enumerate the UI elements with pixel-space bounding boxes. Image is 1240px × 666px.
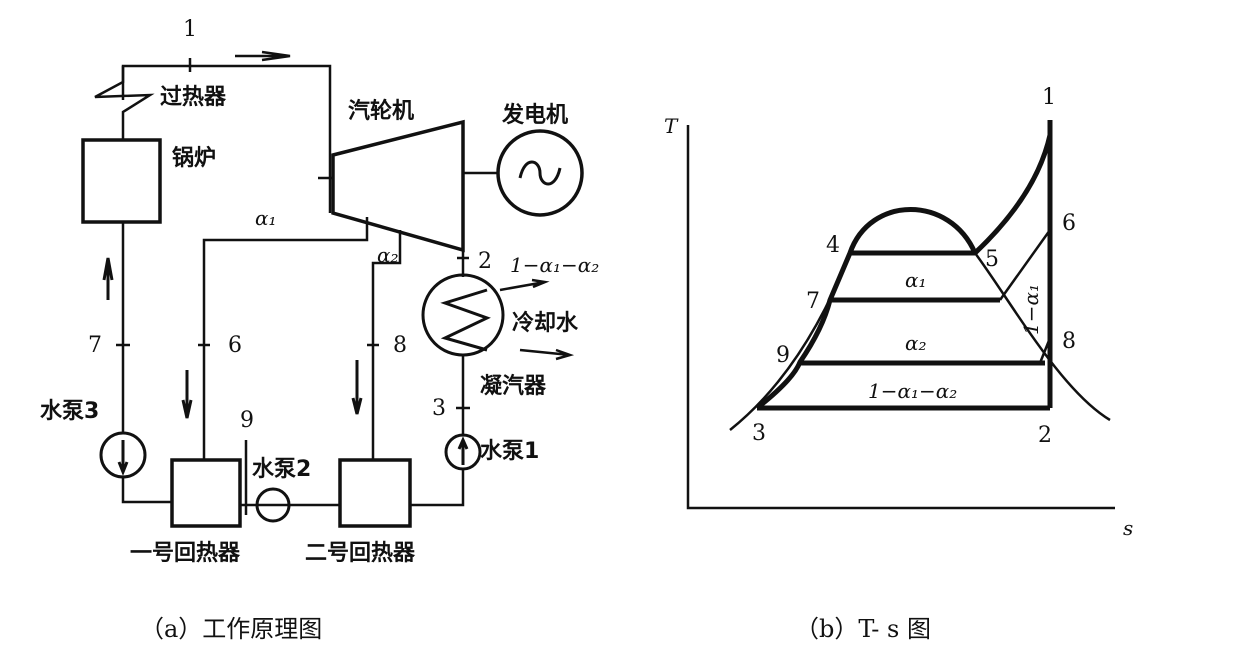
ac-wave-icon <box>518 160 562 186</box>
point-label-9: 9 <box>240 408 254 433</box>
extraction-alpha2 <box>371 230 402 460</box>
heater2 <box>338 458 412 528</box>
line-6 <box>998 229 1052 301</box>
label-superheater: 过热器 <box>160 84 227 110</box>
label-condenser: 凝汽器 <box>480 373 547 399</box>
area-rest: 1−α₁−α₂ <box>868 379 957 403</box>
liquid-heating-path <box>755 207 978 410</box>
ts-point-8: 8 <box>1062 329 1076 354</box>
pipe <box>410 469 465 507</box>
label-cooling-water: 冷却水 <box>512 310 579 336</box>
label-generator: 发电机 <box>501 102 568 128</box>
label-pump2: 水泵2 <box>252 457 311 482</box>
label-pump3: 水泵3 <box>40 399 99 424</box>
point-label-1: 1 <box>183 17 197 42</box>
pipe <box>121 477 172 504</box>
area-alpha2: α₂ <box>905 331 927 355</box>
pump2 <box>255 487 291 523</box>
area-1-minus-alpha1: 1−α₁ <box>1019 284 1043 335</box>
label-heater1: 一号回热器 <box>130 540 241 566</box>
label-pump1: 水泵1 <box>480 439 539 464</box>
ts-point-4: 4 <box>826 233 840 258</box>
area-alpha1: α₁ <box>905 268 927 292</box>
caption-b: （b）T- s 图 <box>795 615 931 643</box>
heater1 <box>170 458 242 528</box>
cooling-water-in-arrow <box>519 348 575 361</box>
point-label-6: 6 <box>228 333 242 358</box>
axes <box>686 125 1115 510</box>
ts-point-6: 6 <box>1062 211 1076 236</box>
ts-point-9: 9 <box>776 343 790 368</box>
caption-a: （a）工作原理图 <box>140 615 322 643</box>
flow-arrow-top <box>235 50 291 62</box>
point-label-2: 2 <box>478 249 492 274</box>
label-exhaust-fraction: 1−α₁−α₂ <box>510 253 599 277</box>
label-alpha2: α₂ <box>377 243 399 267</box>
label-heater2: 二号回热器 <box>305 540 416 566</box>
superheat-path <box>973 120 1053 255</box>
turbine <box>331 119 465 253</box>
label-boiler: 锅炉 <box>172 145 216 171</box>
ts-point-3: 3 <box>752 421 766 446</box>
pump1-arrow-icon <box>457 436 469 465</box>
ts-diagram: T s 1 6 8 2 3 4 5 7 9 α₁ α₂ 1−α₁−α₂ 1−α₁… <box>664 85 1133 643</box>
flow-arrow-down <box>181 370 193 419</box>
ts-point-5: 5 <box>985 247 999 272</box>
flow-arrow-down <box>351 360 363 415</box>
point-label-7: 7 <box>88 333 102 358</box>
point-label-8: 8 <box>393 333 407 358</box>
y-axis-label: T <box>664 114 679 138</box>
point-label-3: 3 <box>432 396 446 421</box>
schematic: 1 过热器 锅炉 汽轮机 发电机 α₁ α₂ 2 1−α₁−α₂ 冷却水 凝汽器… <box>40 17 599 643</box>
label-turbine: 汽轮机 <box>348 98 414 124</box>
superheater-coil <box>94 66 155 140</box>
flow-arrow-up <box>102 257 114 300</box>
boiler <box>81 138 162 224</box>
extraction-alpha1 <box>202 217 369 460</box>
x-axis-label: s <box>1123 516 1133 540</box>
generator <box>496 129 584 217</box>
pump3-arrow-icon <box>117 440 129 477</box>
label-alpha1: α₁ <box>255 206 277 230</box>
condenser-coil <box>440 288 491 352</box>
cooling-water-out-arrow <box>499 278 550 292</box>
ts-point-7: 7 <box>806 289 820 314</box>
ts-point-2: 2 <box>1038 423 1052 448</box>
ts-point-1: 1 <box>1042 85 1056 110</box>
line-8 <box>1038 337 1052 364</box>
